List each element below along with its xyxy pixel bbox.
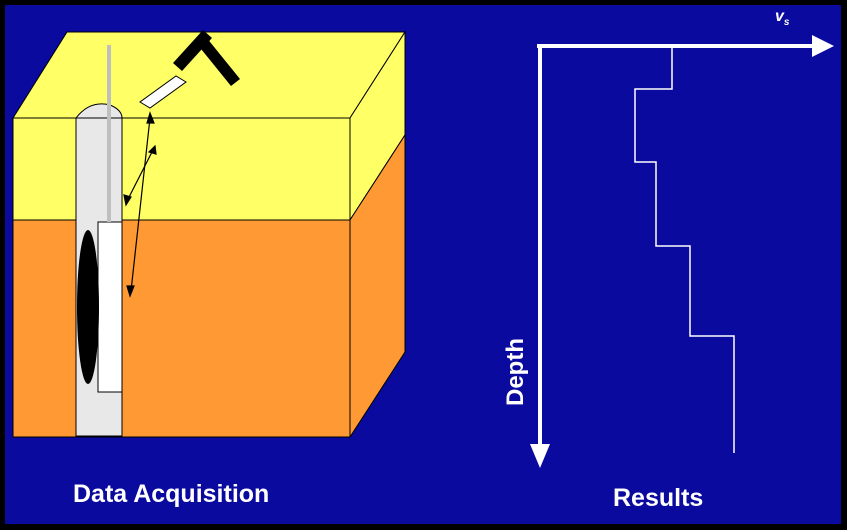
source-plate	[139, 75, 187, 109]
velocity-axis-arrowhead	[812, 35, 834, 57]
hammer-icon	[173, 30, 240, 86]
packer	[77, 230, 99, 384]
front-layer-upper	[12, 117, 351, 221]
receiver-probe	[97, 221, 123, 393]
vs-profile-line	[634, 46, 735, 453]
depth-axis-arrowhead	[530, 444, 550, 468]
vs-subscript: s	[783, 17, 790, 29]
wave-ray-arrows	[123, 111, 157, 298]
soil-block	[12, 30, 406, 439]
data-acquisition-caption: Data Acquisition	[73, 480, 270, 508]
results-caption: Results	[613, 484, 704, 512]
vs-axis-label: vs	[775, 8, 789, 28]
vs-symbol: v	[775, 8, 784, 25]
front-layer-lower	[12, 219, 351, 438]
depth-axis-label: Depth	[502, 338, 529, 406]
borehole	[74, 45, 123, 437]
results-plot	[530, 35, 834, 468]
